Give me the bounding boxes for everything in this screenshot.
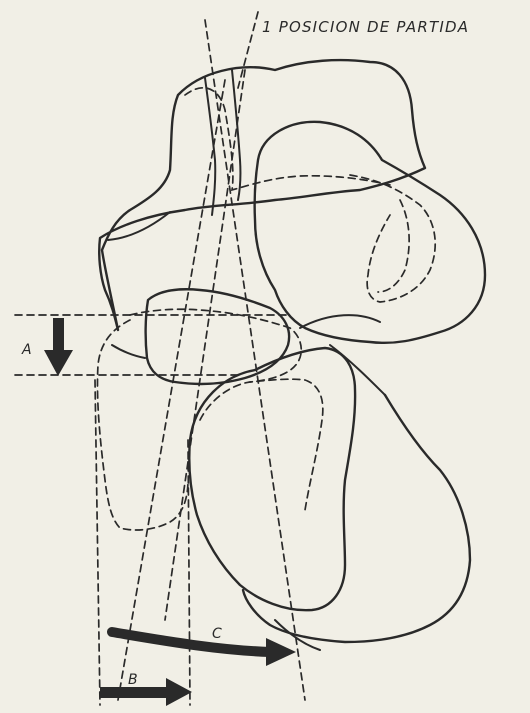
dashed-round-bone-outline: [350, 175, 435, 302]
upper-bone-outline: [99, 60, 425, 330]
heel-inner-contour: [330, 345, 385, 395]
label-b: B: [128, 672, 138, 688]
arrow-c: [112, 632, 296, 666]
round-bone-outline: [255, 122, 485, 343]
label-c: C: [212, 626, 222, 642]
heading-label: 1 POSICION DE PARTIDA: [262, 18, 469, 36]
axis-line-reference: [238, 12, 258, 88]
axis-line-left: [118, 80, 225, 700]
lower-bone-outline: [189, 348, 355, 610]
middle-bone-outline: [146, 289, 290, 384]
middle-bone-inner-line: [112, 345, 145, 358]
arrow-b: [100, 678, 192, 706]
label-a: A: [21, 342, 32, 358]
dashed-round-bone-inner: [378, 200, 409, 292]
upper-bone-ridge: [108, 212, 170, 240]
axis-line-right: [205, 20, 305, 700]
dashed-lower-bone-outline: [200, 379, 323, 510]
arrow-a: [44, 318, 73, 376]
dashed-middle-outline: [130, 309, 301, 382]
round-bone-inner-line: [300, 315, 380, 328]
dashed-front-outline: [97, 320, 188, 530]
